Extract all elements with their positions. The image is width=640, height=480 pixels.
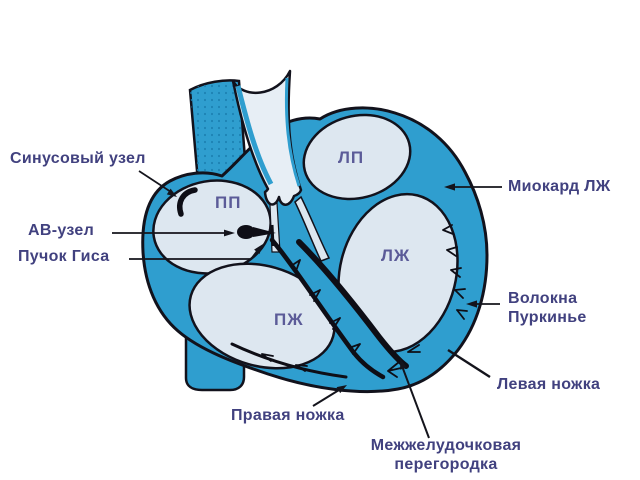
aorta <box>231 69 303 206</box>
label-interventricular-septum: Межжелудочковая перегородка <box>351 436 541 474</box>
leader-av-node <box>112 229 235 237</box>
label-septum-line1: Межжелудочковая <box>370 437 522 454</box>
label-septum-line2: перегородка <box>394 456 498 473</box>
label-his-bundle: Пучок Гиса <box>18 248 110 265</box>
label-purkinje-fibers: Волокна Пуркинье <box>508 289 587 327</box>
sinus-node-shape <box>177 187 198 217</box>
leader-lv-myocardium <box>444 183 502 191</box>
leader-right-bundle-branch <box>312 385 347 407</box>
label-right-bundle-branch: Правая ножка <box>231 407 345 424</box>
av-node-dot <box>237 225 255 239</box>
chamber-label-right-ventricle: ПЖ <box>274 310 304 329</box>
left-atrium-chamber <box>302 113 412 201</box>
label-sinus-node: Синусовый узел <box>10 150 146 167</box>
superior-vena-cava <box>188 79 248 184</box>
right-bundle-lower-path <box>230 342 348 379</box>
chamber-label-left-ventricle: ЛЖ <box>381 246 411 265</box>
right-bundle-branch-path <box>269 237 386 380</box>
leader-septum <box>400 358 430 439</box>
right-ventricle-chamber <box>188 262 336 370</box>
chamber-label-left-atrium: ЛП <box>338 148 365 167</box>
label-av-node: АВ-узел <box>28 222 95 239</box>
purkinje-fibers <box>261 224 468 378</box>
bundle-branches <box>230 237 409 380</box>
leader-purkinje-fibers <box>466 300 500 308</box>
chamber-label-right-atrium: ПП <box>215 193 242 212</box>
leader-lines <box>112 170 502 439</box>
label-left-bundle-branch: Левая ножка <box>497 376 601 393</box>
label-purkinje-line2: Пуркинье <box>508 309 587 326</box>
label-purkinje-line1: Волокна <box>508 290 578 307</box>
left-bundle-branch-path <box>296 239 409 369</box>
label-lv-myocardium: Миокард ЛЖ <box>508 178 611 195</box>
interventricular-septum-band <box>274 242 406 377</box>
his-bundle-shape <box>237 224 276 247</box>
leader-sinus-node <box>138 170 177 197</box>
leader-left-bundle-branch <box>447 348 491 379</box>
leader-his-bundle <box>129 244 263 260</box>
